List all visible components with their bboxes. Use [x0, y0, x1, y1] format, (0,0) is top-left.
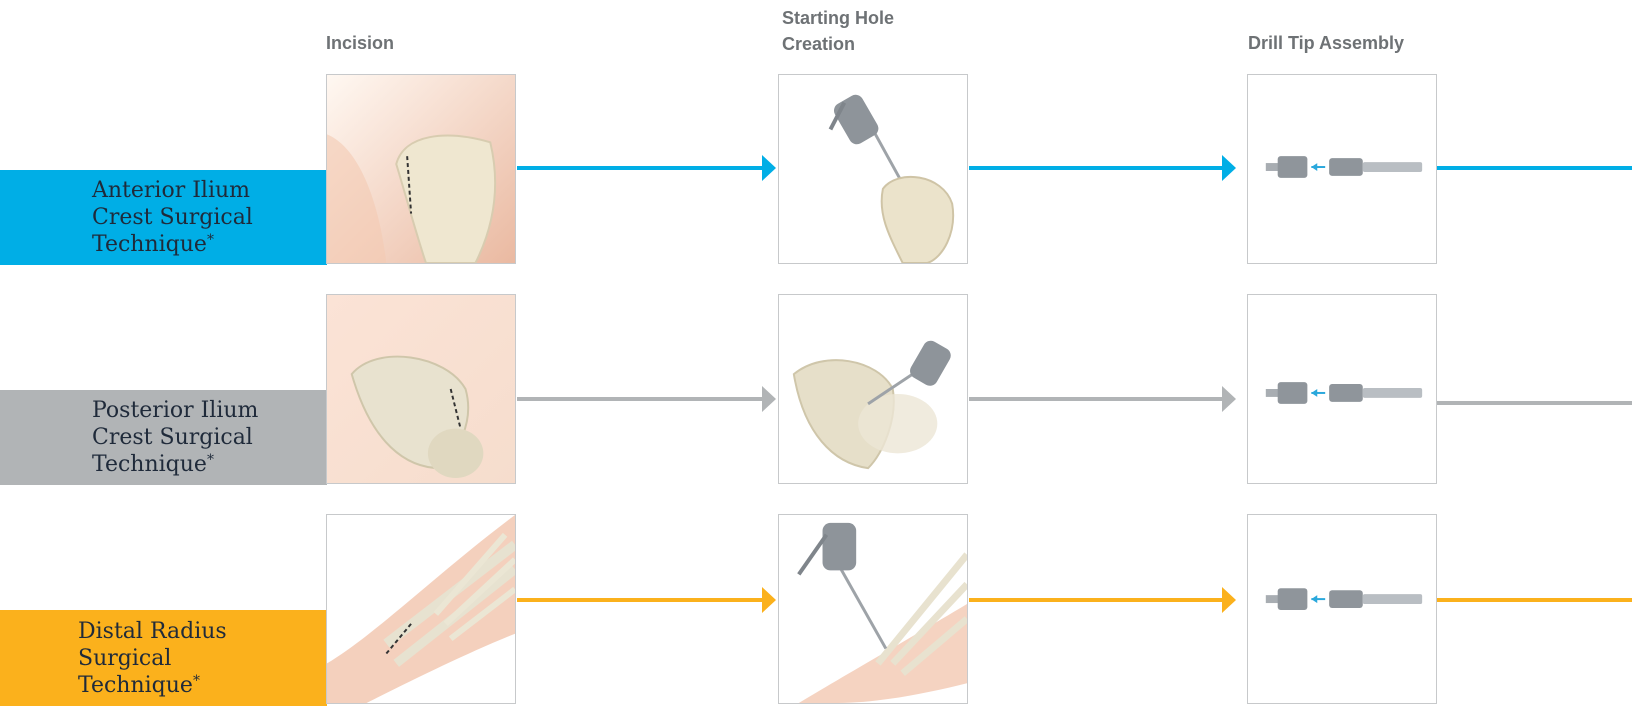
wrist-incision-icon	[327, 515, 515, 703]
mallet-pin-wrist-icon	[779, 515, 967, 703]
pelvis-posterior-incision-icon	[327, 295, 515, 483]
drill-radius-image	[1247, 514, 1437, 704]
hole-posterior-image	[778, 294, 968, 484]
step-arrow-anterior-1	[517, 166, 774, 170]
row-label-posterior: Posterior Ilium Crest Surgical Technique…	[92, 397, 258, 478]
incision-posterior-image	[326, 294, 516, 484]
row-label-radius-line3: Technique	[78, 673, 193, 698]
row-label-anterior-line2: Crest Surgical	[92, 205, 253, 230]
step-arrow-posterior-2	[969, 397, 1234, 401]
column-header-incision: Incision	[326, 30, 394, 56]
footnote-mark: *	[207, 452, 214, 468]
incision-radius-image	[326, 514, 516, 704]
footnote-mark: *	[207, 232, 214, 248]
row-label-posterior-line1: Posterior Ilium	[92, 398, 258, 423]
row-label-posterior-line3: Technique	[92, 452, 207, 477]
drill-posterior-image	[1247, 294, 1437, 484]
step-arrow-radius-3	[1436, 598, 1632, 602]
pelvis-anterior-incision-icon	[327, 75, 515, 263]
footnote-mark: *	[193, 673, 200, 689]
step-arrow-posterior-3	[1436, 401, 1632, 405]
step-arrow-radius-2	[969, 598, 1234, 602]
drill-tip-assembly-icon	[1248, 515, 1436, 703]
column-header-starting-hole: Starting Hole Creation	[782, 5, 894, 57]
drill-tip-assembly-icon	[1248, 295, 1436, 483]
mallet-pin-anterior-icon	[779, 75, 967, 263]
step-arrow-posterior-1	[517, 397, 774, 401]
column-header-drill-tip: Drill Tip Assembly	[1248, 30, 1404, 56]
incision-anterior-image	[326, 74, 516, 264]
hole-radius-image	[778, 514, 968, 704]
step-arrow-anterior-3	[1436, 166, 1632, 170]
row-label-anterior-line3: Technique	[92, 232, 207, 257]
row-label-radius: Distal Radius Surgical Technique*	[78, 618, 227, 699]
row-label-anterior: Anterior Ilium Crest Surgical Technique*	[92, 177, 253, 258]
step-arrow-anterior-2	[969, 166, 1234, 170]
mallet-pin-posterior-icon	[779, 295, 967, 483]
row-label-radius-line2: Surgical	[78, 646, 171, 671]
drill-tip-assembly-icon	[1248, 75, 1436, 263]
step-arrow-radius-1	[517, 598, 774, 602]
hole-anterior-image	[778, 74, 968, 264]
row-label-posterior-line2: Crest Surgical	[92, 425, 253, 450]
row-label-radius-line1: Distal Radius	[78, 619, 227, 644]
drill-anterior-image	[1247, 74, 1437, 264]
row-label-anterior-line1: Anterior Ilium	[92, 178, 250, 203]
